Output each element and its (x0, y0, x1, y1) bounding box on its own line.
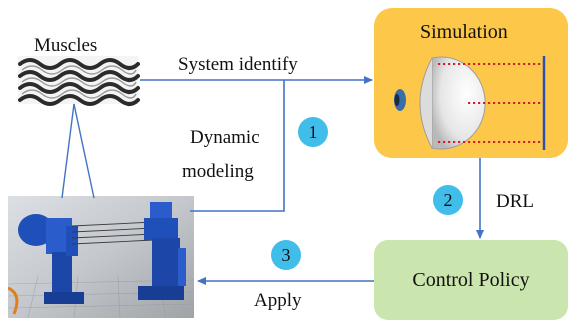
dynamic-modeling-connector (190, 80, 285, 212)
control-policy-label: Control Policy (412, 269, 530, 291)
step-badge-3: 3 (271, 240, 301, 270)
muscle-link-line-left (61, 103, 75, 199)
muscle-fibers-image (18, 56, 140, 106)
muscles-label: Muscles (34, 35, 98, 56)
eye-model (394, 56, 486, 150)
robot-illustration (8, 196, 194, 318)
simulation-title: Simulation (420, 21, 508, 43)
dynamic-modeling-label-line1: Dynamic (190, 127, 260, 148)
step-badge-1: 1 (298, 117, 328, 147)
apply-label: Apply (254, 290, 302, 311)
robot-photo (8, 196, 194, 318)
muscle-link-line-right (73, 103, 95, 199)
step-badge-2: 2 (433, 185, 463, 215)
dynamic-modeling-label-line2: modeling (182, 161, 254, 182)
dotted-tendon-lines (438, 63, 542, 143)
system-identify-label: System identify (178, 54, 298, 75)
control-policy-box: Control Policy (374, 240, 568, 320)
drl-label: DRL (496, 191, 534, 212)
